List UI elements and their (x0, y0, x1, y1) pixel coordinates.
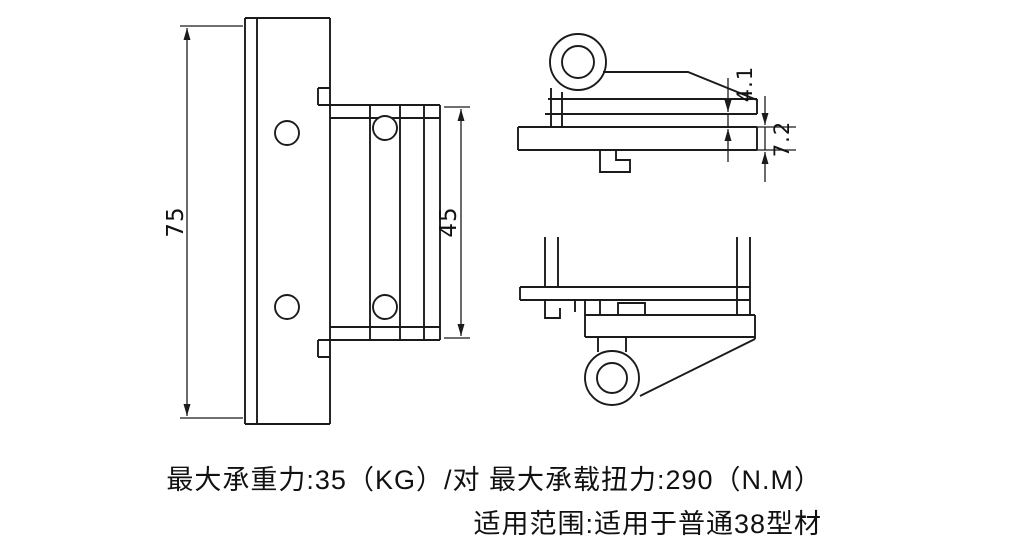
dimension-leaf-height: 45 (436, 106, 470, 339)
hinge-pin-bore (561, 45, 595, 79)
dimension-label-45: 45 (436, 206, 462, 237)
dimension-gap: 4.1 (724, 66, 757, 162)
section-top-profile (517, 71, 758, 173)
screw-hole (372, 294, 398, 320)
screw-hole (372, 115, 398, 141)
section-view-top: 4.1 7.2 (517, 33, 796, 182)
front-view (244, 17, 441, 425)
dimension-wall-thickness: 7.2 (757, 96, 796, 182)
hinge-pin-bore (596, 362, 628, 394)
extension-lines (444, 106, 470, 339)
dimension-label-75: 75 (163, 206, 189, 237)
spec-line-load: 最大承重力:35（KG）/对 最大承载扭力:290（N.M） (166, 465, 822, 495)
profile-walls (544, 237, 751, 315)
dimension-overall-height: 75 (163, 25, 243, 419)
spec-line-scope: 适用范围:适用于普通38型材 (473, 509, 822, 539)
extension-lines (757, 126, 796, 151)
section-view-bottom (519, 237, 756, 406)
screw-hole (274, 120, 300, 146)
frame-bar-outline (244, 17, 331, 425)
extension-lines (180, 25, 243, 419)
spec-notes: 最大承重力:35（KG）/对 最大承载扭力:290（N.M） 适用范围:适用于普… (166, 458, 822, 546)
dimension-label-7-2: 7.2 (770, 121, 794, 157)
profile-body (519, 286, 750, 319)
dimension-label-4-1: 4.1 (733, 66, 757, 102)
screw-hole (274, 294, 300, 320)
hinge-leaf-section (584, 302, 756, 397)
